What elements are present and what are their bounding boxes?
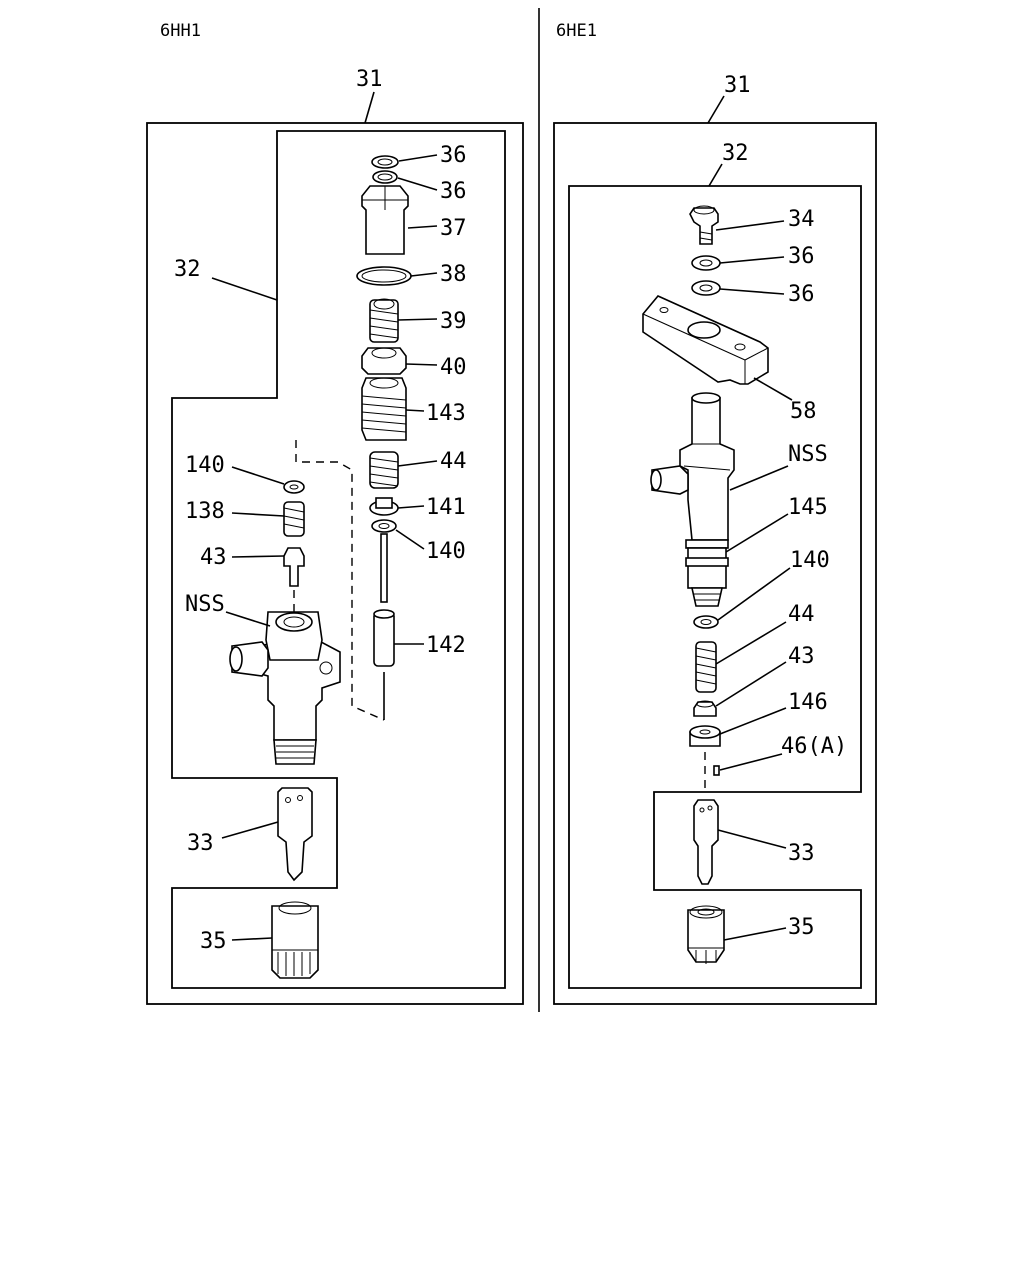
shim-140-right-side	[693, 615, 719, 629]
label-44-right: 44	[788, 602, 815, 627]
label-32-right: 32	[722, 141, 749, 166]
label-141: 141	[426, 495, 466, 520]
retaining-nut-35-left	[271, 905, 319, 979]
label-43-left: 43	[200, 545, 227, 570]
outer-frame-31	[146, 122, 524, 1005]
sleeve-143	[361, 377, 407, 441]
label-58: 58	[790, 399, 817, 424]
pin-142	[373, 611, 395, 667]
label-140-rs: 140	[790, 548, 830, 573]
dowel-46a	[713, 765, 720, 776]
label-38: 38	[440, 262, 467, 287]
holder-nut-37	[361, 185, 409, 255]
washer-36-right-lower	[691, 280, 721, 296]
label-44-left: 44	[440, 449, 467, 474]
label-140-right: 140	[426, 539, 466, 564]
label-142: 142	[426, 633, 466, 658]
label-32: 32	[174, 257, 201, 282]
pin-43-left	[283, 547, 305, 587]
title-6hh1: 6HH1	[160, 21, 201, 41]
label-33-right: 33	[788, 841, 815, 866]
nozzle-33-right	[693, 799, 719, 885]
shim-140-right	[371, 519, 397, 533]
label-33-left: 33	[187, 831, 214, 856]
label-35-left: 35	[200, 929, 227, 954]
label-145: 145	[788, 495, 828, 520]
label-143: 143	[426, 401, 466, 426]
washer-36-right-upper	[691, 255, 721, 271]
label-39: 39	[440, 309, 467, 334]
label-37: 37	[440, 216, 467, 241]
right-assembly: 31 32 34 36 36 58	[553, 73, 877, 1005]
label-nss-left: NSS	[185, 592, 225, 617]
washer-36-lower	[372, 170, 398, 184]
label-31-right: 31	[724, 73, 751, 98]
shim-140-left	[283, 480, 305, 494]
label-146: 146	[788, 690, 828, 715]
spring-44-right	[695, 641, 717, 693]
injector-body-nss-right	[650, 392, 735, 607]
bolt-34	[689, 207, 719, 245]
label-40: 40	[440, 355, 467, 380]
inner-frame-32-right	[568, 185, 862, 989]
label-36-upper: 36	[440, 143, 467, 168]
label-46a: 46(A)	[781, 734, 847, 759]
label-35-right: 35	[788, 915, 815, 940]
left-assembly: 31 32 36 36 37 38 39 4	[146, 67, 524, 1005]
label-43-right: 43	[788, 644, 815, 669]
nut-40	[361, 347, 407, 375]
clamp-58	[642, 295, 769, 385]
outer-frame-31-right	[553, 122, 877, 1005]
nozzle-33-left	[277, 787, 313, 882]
title-6he1: 6HE1	[556, 21, 597, 41]
label-36-lower: 36	[440, 179, 467, 204]
push-rod	[380, 533, 388, 603]
label-36-right-lower: 36	[788, 282, 815, 307]
injector-body-nss	[229, 611, 341, 765]
label-138: 138	[185, 499, 225, 524]
label-34: 34	[788, 207, 815, 232]
label-31: 31	[356, 67, 383, 92]
label-140-left: 140	[185, 453, 225, 478]
washer-36-upper	[371, 155, 399, 169]
assembly-guide	[295, 440, 385, 721]
label-nss-right: NSS	[788, 442, 828, 467]
inner-frame-32	[171, 130, 506, 989]
label-36-right-upper: 36	[788, 244, 815, 269]
